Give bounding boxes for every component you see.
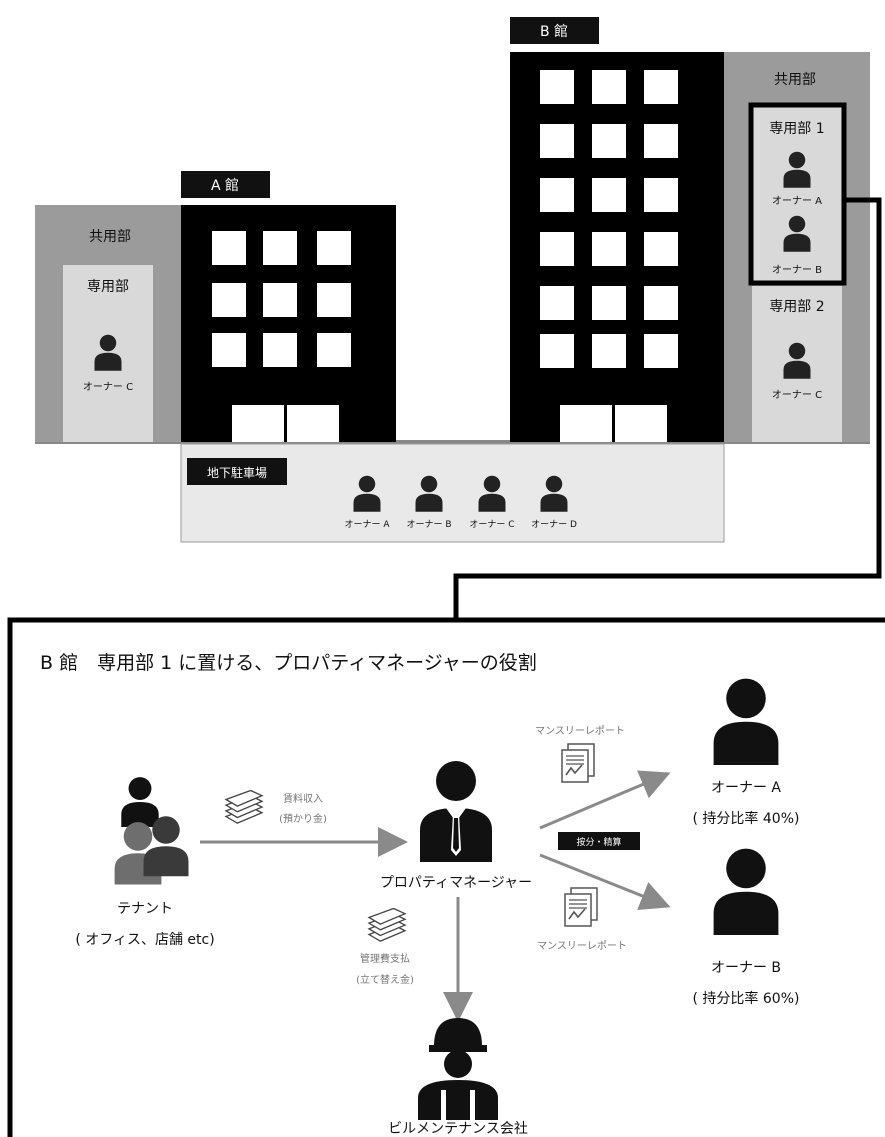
report-icon: [561, 743, 595, 783]
right-private1-label: 専用部 1: [769, 121, 824, 137]
rent-label-1: 賃料収入: [283, 792, 323, 805]
report-label-top: マンスリーレポート: [535, 725, 625, 737]
ground-line: [35, 440, 870, 444]
left-owner-label: オーナー C: [83, 381, 133, 393]
parking-label: 地下駐車場: [207, 465, 267, 480]
right-common-label: 共用部: [774, 72, 816, 88]
report-icon: [564, 887, 598, 927]
tenant-note: ( オフィス、店舗 etc): [75, 932, 214, 948]
right-private1-area: [748, 102, 847, 286]
distribution-tag: [558, 832, 640, 850]
detail-title: B 館 専用部 1 に置ける、プロパティマネージャーの役割: [40, 652, 537, 674]
owner-a-label: オーナー A: [711, 780, 781, 796]
report-label-bottom: マンスリーレポート: [537, 940, 627, 952]
mgmt-label-2: (立て替え金): [356, 973, 414, 986]
arrow-to-owner-a: [539, 770, 671, 830]
building-a-label: A 館: [211, 177, 239, 194]
property-manager-icon: [420, 761, 492, 862]
parking-owner-d: オーナー D: [531, 519, 577, 530]
parking-owner-c: オーナー C: [469, 519, 514, 530]
tenant-label: テナント: [117, 901, 173, 917]
distribution-label: 按分・精算: [576, 836, 621, 848]
owner-b-share: ( 持分比率 60%): [693, 990, 800, 1007]
parking-tag: [187, 458, 287, 485]
building-b-windows: [540, 70, 678, 442]
connector-line: [453, 197, 882, 618]
right-owner-c-label: オーナー C: [772, 389, 822, 401]
rent-label-2: (預かり金): [279, 812, 327, 825]
right-private2-label: 専用部 2: [769, 299, 824, 315]
building-b-tag: [510, 17, 599, 44]
building-b-label: B 館: [540, 23, 568, 40]
building-a-tag: [181, 171, 270, 198]
owner-b-label: オーナー B: [711, 960, 781, 976]
pm-label: プロパティマネージャー: [380, 875, 532, 891]
owner-a-share: ( 持分比率 40%): [693, 810, 800, 827]
building-a-windows: [212, 231, 351, 442]
arrow-to-owner-b: [539, 853, 671, 911]
right-owner-b-label: オーナー B: [772, 264, 822, 276]
left-common-label: 共用部: [89, 229, 131, 245]
maintenance-worker-icon: [418, 1018, 498, 1120]
left-private-label: 専用部: [87, 279, 129, 295]
mgmt-label-1: 管理費支払: [360, 952, 410, 965]
right-owner-a-label: オーナー A: [772, 195, 822, 207]
parking-owner-b: オーナー B: [406, 519, 451, 530]
maintenance-label: ビルメンテナンス会社: [388, 1121, 528, 1137]
parking-owner-a: オーナー A: [344, 519, 390, 530]
